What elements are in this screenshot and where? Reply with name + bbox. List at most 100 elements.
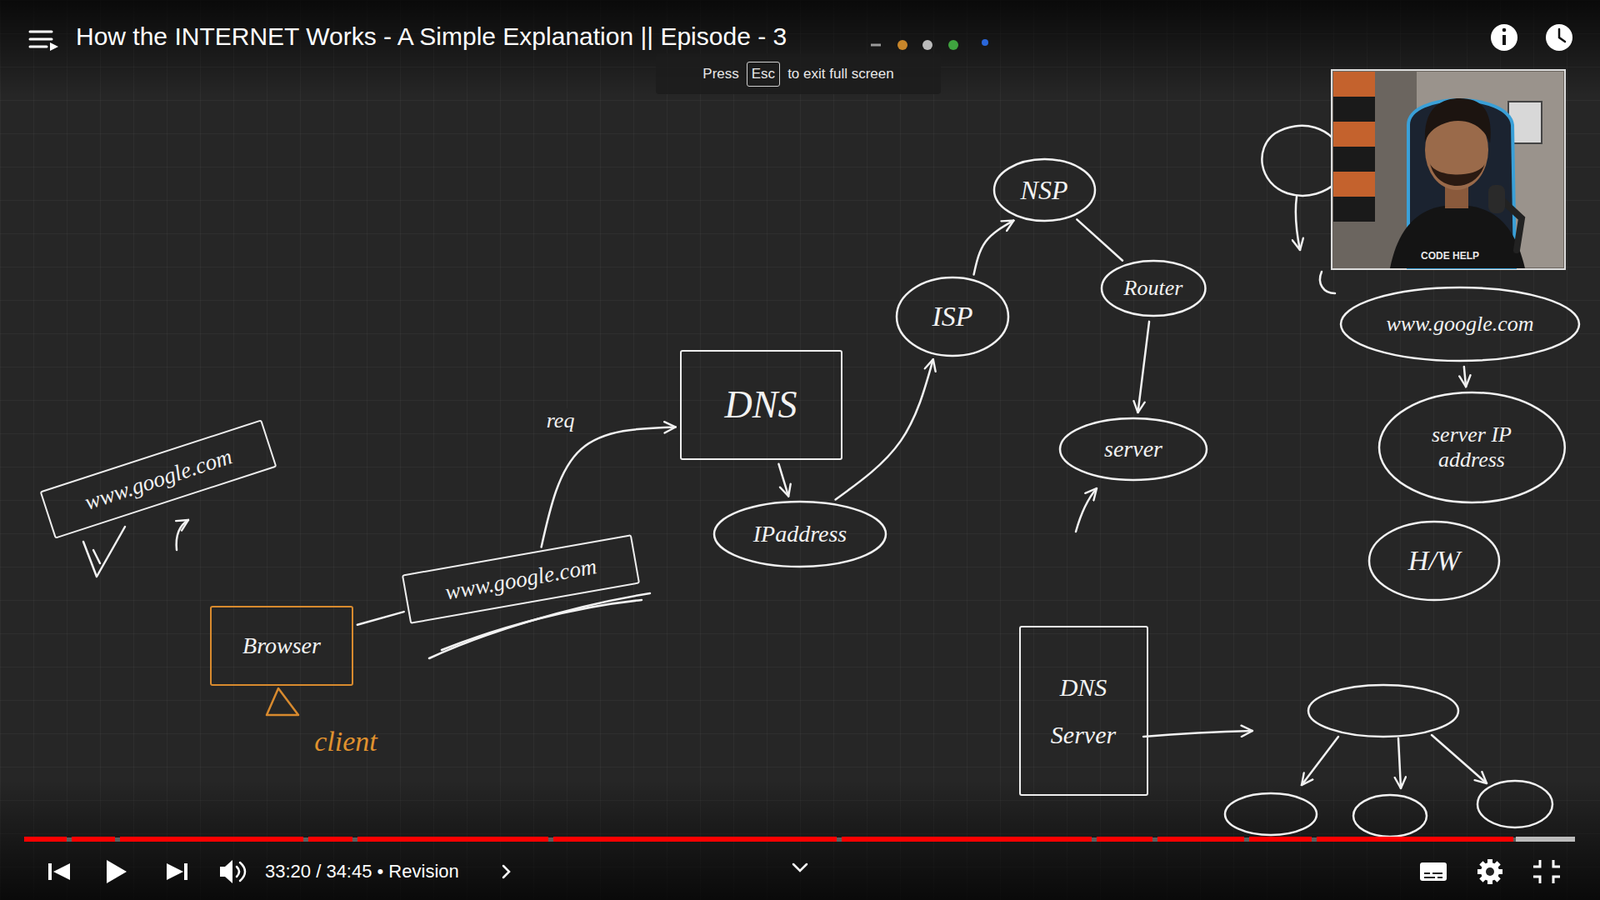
node-label: DNS	[725, 383, 798, 428]
play-icon	[106, 860, 127, 884]
info-icon	[1502, 35, 1506, 45]
chapter-segment	[841, 836, 1092, 842]
node-label: www.google.com	[1385, 311, 1534, 337]
node-label: Router	[1124, 275, 1184, 301]
chapter-segment	[120, 836, 304, 842]
person-beard	[1430, 163, 1485, 186]
chapter-segment	[1096, 836, 1153, 842]
previous-icon	[53, 863, 70, 880]
esc-hint-panel: PressEscto exit full screen	[655, 53, 941, 95]
playlist-icon	[30, 31, 52, 47]
top-fade	[0, 0, 1600, 96]
ellipse-outline	[1060, 418, 1207, 480]
node-label: server IP address	[1413, 422, 1530, 473]
node-label: www.google.com	[81, 443, 236, 515]
volume-icon	[236, 862, 245, 881]
hardware-ellipse: H/W	[1367, 520, 1501, 602]
tree-branch	[1301, 736, 1339, 785]
isp-ellipse: ISP	[895, 275, 1010, 358]
settings-icon	[1477, 859, 1503, 885]
next-icon	[166, 863, 184, 880]
key-cap: Esc	[746, 61, 780, 87]
dns-box: DNS	[680, 350, 843, 460]
toolbar-dot	[922, 40, 933, 50]
url-box: www.google.com	[40, 419, 278, 540]
hint-text: Press	[702, 65, 739, 83]
flow-arrow	[835, 359, 934, 500]
ellipse-outline	[896, 277, 1009, 356]
browser-box: Browser	[210, 605, 354, 686]
node-label: Browser	[242, 632, 321, 660]
webcam-panel	[1333, 146, 1375, 172]
ellipse-outline	[1340, 287, 1580, 361]
chapter-segment	[1157, 836, 1245, 842]
toolbar-dot	[948, 40, 959, 50]
watch-later-icon	[1545, 24, 1573, 51]
client-caption: client	[314, 725, 378, 758]
chapter-segment	[1316, 836, 1514, 842]
server-ip-ellipse: server IP address	[1377, 390, 1567, 505]
flow-arrow	[778, 464, 789, 497]
flow-arrow	[357, 611, 405, 625]
chapter-segment	[308, 836, 353, 842]
progress-played	[24, 836, 1514, 842]
tree-leaf	[1477, 780, 1553, 828]
node-label: NSP	[1020, 175, 1069, 206]
toolbar-dot	[981, 39, 989, 46]
webcam-panel	[1333, 121, 1375, 147]
underline-squiggle	[441, 600, 642, 650]
tree-leaf	[1225, 793, 1317, 835]
hook-stroke	[1320, 271, 1335, 294]
pointer-arrow	[176, 520, 189, 550]
toolbar-dot	[897, 40, 908, 50]
volume-icon	[220, 860, 233, 884]
tree-branch	[1398, 738, 1401, 789]
webcam-feed	[1331, 70, 1565, 270]
shirt-logo: CODE HELP	[1420, 250, 1480, 262]
gear-tooth	[1479, 860, 1500, 882]
dns-tree-arrow	[1143, 730, 1253, 737]
chapter-segment	[71, 836, 115, 842]
url-box: www.google.com	[401, 534, 640, 625]
node-label: www.google.com	[443, 553, 600, 606]
person-body	[1390, 205, 1525, 269]
gear-body	[1480, 862, 1500, 881]
node-label: server	[1104, 435, 1163, 463]
flow-arrow	[1464, 366, 1466, 387]
node-label: ISP	[931, 300, 973, 333]
microphone	[1488, 185, 1505, 214]
time-display: 33:20 / 34:45 • Revision	[265, 860, 460, 883]
tree-branch	[1431, 735, 1487, 784]
underline-squiggle	[429, 593, 650, 659]
chapter-segment	[24, 836, 67, 842]
toolbar-dot	[870, 44, 881, 47]
exit-fullscreen-icon	[1533, 860, 1560, 884]
node-label: DNS Server	[1037, 663, 1130, 759]
webcam-panel	[1333, 71, 1375, 97]
webcam-frame	[1331, 70, 1565, 270]
previous-icon	[48, 863, 52, 880]
chapter-chevron	[503, 865, 510, 878]
check-mark	[83, 526, 125, 577]
check-mark	[93, 550, 100, 564]
progress-buffer	[1515, 836, 1575, 842]
info-icon	[1490, 24, 1518, 51]
dns-server-box: DNS Server	[1019, 625, 1149, 796]
ellipse-outline	[1101, 260, 1205, 316]
flow-arrow	[974, 220, 1015, 275]
nsp-ellipse: NSP	[992, 157, 1097, 223]
url-ellipse: www.google.com	[1339, 285, 1581, 363]
info-icon	[1502, 28, 1507, 33]
flow-arrow	[1076, 219, 1123, 260]
subtitles-icon	[1420, 862, 1447, 881]
router-ellipse: Router	[1100, 259, 1207, 318]
ellipse-outline	[1369, 521, 1500, 600]
gear-hole	[1485, 867, 1495, 876]
pointer-arrow	[1295, 196, 1300, 250]
ellipse-outline	[714, 501, 886, 567]
chapter-segment	[357, 836, 549, 842]
chapter-segment	[553, 836, 837, 842]
collapse-chevron	[793, 864, 807, 871]
node-label: H/W	[1408, 544, 1460, 577]
